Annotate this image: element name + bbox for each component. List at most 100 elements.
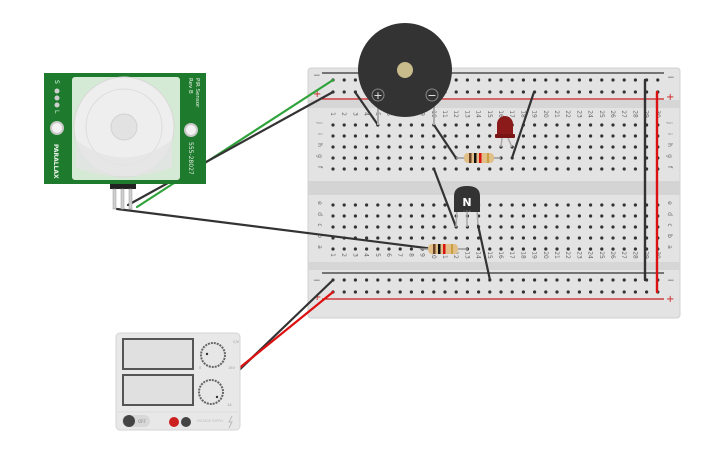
- rail-hole[interactable]: [589, 290, 593, 294]
- hole-b7[interactable]: [398, 236, 402, 240]
- rail-hole[interactable]: [499, 278, 503, 282]
- wire-pir-to-top-minus-green[interactable]: [135, 78, 335, 209]
- hole-j27[interactable]: [622, 123, 626, 127]
- hole-a17[interactable]: [510, 247, 514, 251]
- hole-g10[interactable]: [432, 156, 436, 160]
- hole-g20[interactable]: [544, 156, 548, 160]
- wire-rail-to-buzzer[interactable]: [353, 90, 380, 127]
- rail-hole[interactable]: [376, 290, 380, 294]
- hole-f4[interactable]: [365, 167, 369, 171]
- hole-e16[interactable]: [499, 203, 503, 207]
- hole-i23[interactable]: [577, 134, 582, 138]
- hole-j25[interactable]: [600, 123, 604, 127]
- hole-j24[interactable]: [589, 123, 593, 127]
- rail-hole[interactable]: [656, 78, 660, 82]
- rail-hole[interactable]: [633, 278, 638, 282]
- hole-f28[interactable]: [633, 167, 638, 171]
- wire-f10-to-transistor[interactable]: [432, 167, 458, 229]
- hole-d19[interactable]: [533, 214, 537, 218]
- hole-f14[interactable]: [477, 167, 481, 171]
- hole-i9[interactable]: [421, 134, 425, 138]
- rail-hole[interactable]: [454, 290, 458, 294]
- rail-hole[interactable]: [353, 278, 357, 282]
- hole-h5[interactable]: [376, 145, 380, 149]
- hole-j7[interactable]: [398, 123, 402, 127]
- hole-b11[interactable]: [443, 236, 447, 240]
- hole-i5[interactable]: [376, 134, 380, 138]
- hole-b21[interactable]: [555, 236, 559, 240]
- hole-d8[interactable]: [409, 214, 413, 218]
- rail-hole[interactable]: [521, 78, 526, 82]
- pir-pin-3[interactable]: [128, 188, 133, 210]
- hole-i15[interactable]: [488, 134, 492, 138]
- hole-g23[interactable]: [577, 156, 582, 160]
- rail-hole[interactable]: [566, 278, 570, 282]
- hole-d6[interactable]: [387, 214, 391, 218]
- hole-a8[interactable]: [409, 247, 413, 251]
- hole-f5[interactable]: [376, 167, 380, 171]
- hole-e15[interactable]: [488, 203, 492, 207]
- rail-hole[interactable]: [566, 90, 570, 94]
- rail-hole[interactable]: [533, 290, 537, 294]
- rail-hole[interactable]: [622, 90, 626, 94]
- rail-hole[interactable]: [432, 278, 436, 282]
- hole-j28[interactable]: [633, 123, 638, 127]
- hole-e18[interactable]: [521, 203, 526, 207]
- hole-a28[interactable]: [633, 247, 638, 251]
- hole-h18[interactable]: [521, 145, 526, 149]
- hole-i4[interactable]: [365, 134, 369, 138]
- hole-a7[interactable]: [398, 247, 402, 251]
- hole-d5[interactable]: [376, 214, 380, 218]
- hole-f9[interactable]: [421, 167, 425, 171]
- rail-hole[interactable]: [555, 78, 559, 82]
- hole-b15[interactable]: [488, 236, 492, 240]
- rail-hole[interactable]: [510, 78, 514, 82]
- rail-hole[interactable]: [342, 78, 346, 82]
- wire-pir-signal[interactable]: [115, 207, 436, 251]
- rail-hole[interactable]: [645, 290, 649, 294]
- rail-hole[interactable]: [566, 290, 570, 294]
- rail-hole[interactable]: [465, 78, 469, 82]
- hole-g19[interactable]: [533, 156, 537, 160]
- hole-h26[interactable]: [611, 145, 615, 149]
- hole-j26[interactable]: [611, 123, 615, 127]
- hole-d25[interactable]: [600, 214, 604, 218]
- hole-d16[interactable]: [499, 214, 503, 218]
- resistor-top[interactable]: [456, 153, 501, 163]
- rail-hole[interactable]: [387, 278, 391, 282]
- rail-hole[interactable]: [611, 278, 615, 282]
- breadboard[interactable]: − + − + − + − + 112233445566778899101011…: [307, 67, 681, 319]
- hole-h3[interactable]: [353, 145, 357, 149]
- hole-b18[interactable]: [521, 236, 526, 240]
- hole-h25[interactable]: [600, 145, 604, 149]
- hole-b17[interactable]: [510, 236, 514, 240]
- rail-hole[interactable]: [499, 78, 503, 82]
- hole-g24[interactable]: [589, 156, 593, 160]
- hole-i10[interactable]: [432, 134, 436, 138]
- hole-h4[interactable]: [365, 145, 369, 149]
- hole-i11[interactable]: [443, 134, 447, 138]
- current-knob[interactable]: [198, 379, 224, 405]
- rail-hole[interactable]: [510, 290, 514, 294]
- pir-pin-1[interactable]: [112, 188, 117, 210]
- hole-b25[interactable]: [600, 236, 604, 240]
- hole-c28[interactable]: [633, 225, 638, 229]
- hole-f6[interactable]: [387, 167, 391, 171]
- hole-e10[interactable]: [432, 203, 436, 207]
- rail-hole[interactable]: [633, 78, 638, 82]
- hole-f26[interactable]: [611, 167, 615, 171]
- hole-c21[interactable]: [555, 225, 559, 229]
- hole-e23[interactable]: [577, 203, 582, 207]
- rail-hole[interactable]: [566, 78, 570, 82]
- hole-e9[interactable]: [421, 203, 425, 207]
- rail-hole[interactable]: [353, 78, 357, 82]
- hole-f17[interactable]: [510, 167, 514, 171]
- hole-i27[interactable]: [622, 134, 626, 138]
- hole-h11[interactable]: [443, 145, 447, 149]
- hole-a6[interactable]: [387, 247, 391, 251]
- rail-hole[interactable]: [421, 278, 425, 282]
- hole-h28[interactable]: [633, 145, 638, 149]
- hole-f24[interactable]: [589, 167, 593, 171]
- rail-hole[interactable]: [622, 78, 626, 82]
- hole-a2[interactable]: [342, 247, 346, 251]
